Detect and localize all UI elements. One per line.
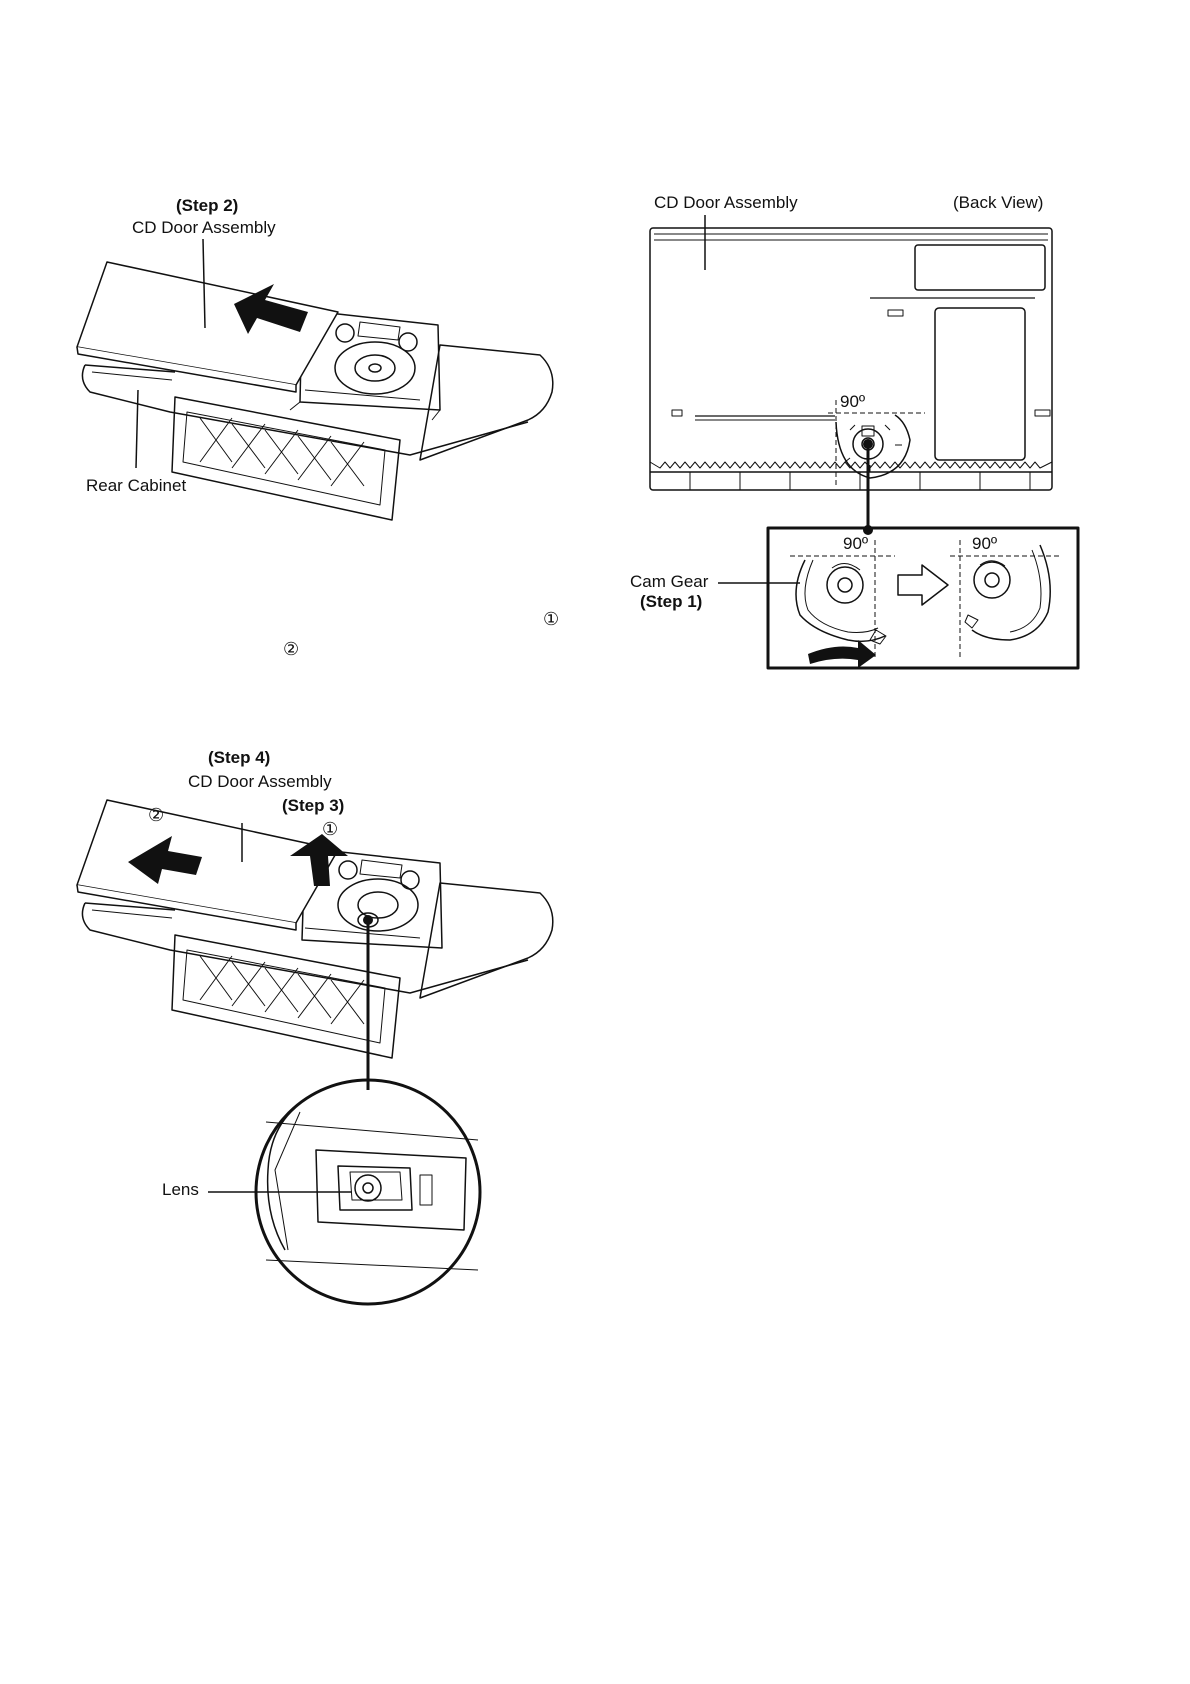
step4-label: (Step 4) (208, 748, 270, 768)
step2-label: (Step 2) (176, 196, 238, 216)
figure-step3-4-unit (77, 800, 553, 1058)
angle-label-right: 90º (972, 534, 997, 554)
circled-number-1: ① (543, 610, 559, 630)
angle-label-main: 90º (840, 392, 865, 412)
back-view-label: (Back View) (953, 193, 1043, 213)
step3-label: (Step 3) (282, 796, 344, 816)
cam-gear-detail-box (768, 528, 1078, 668)
lens-label: Lens (162, 1180, 199, 1200)
leader-rear-cabinet (136, 390, 138, 468)
cam-gear-label: Cam Gear (630, 572, 708, 592)
figure-back-view (650, 228, 1052, 490)
step1-label: (Step 1) (640, 592, 702, 612)
arrow-number-1: ① (322, 820, 338, 840)
rear-cabinet-label: Rear Cabinet (86, 476, 186, 496)
cd-door-assembly-label-2: CD Door Assembly (654, 193, 798, 213)
angle-label-left: 90º (843, 534, 868, 554)
arrow-number-2: ② (148, 806, 164, 826)
cd-door-assembly-label-3: CD Door Assembly (188, 772, 332, 792)
circled-number-2: ② (283, 640, 299, 660)
cd-door-assembly-label-1: CD Door Assembly (132, 218, 276, 238)
